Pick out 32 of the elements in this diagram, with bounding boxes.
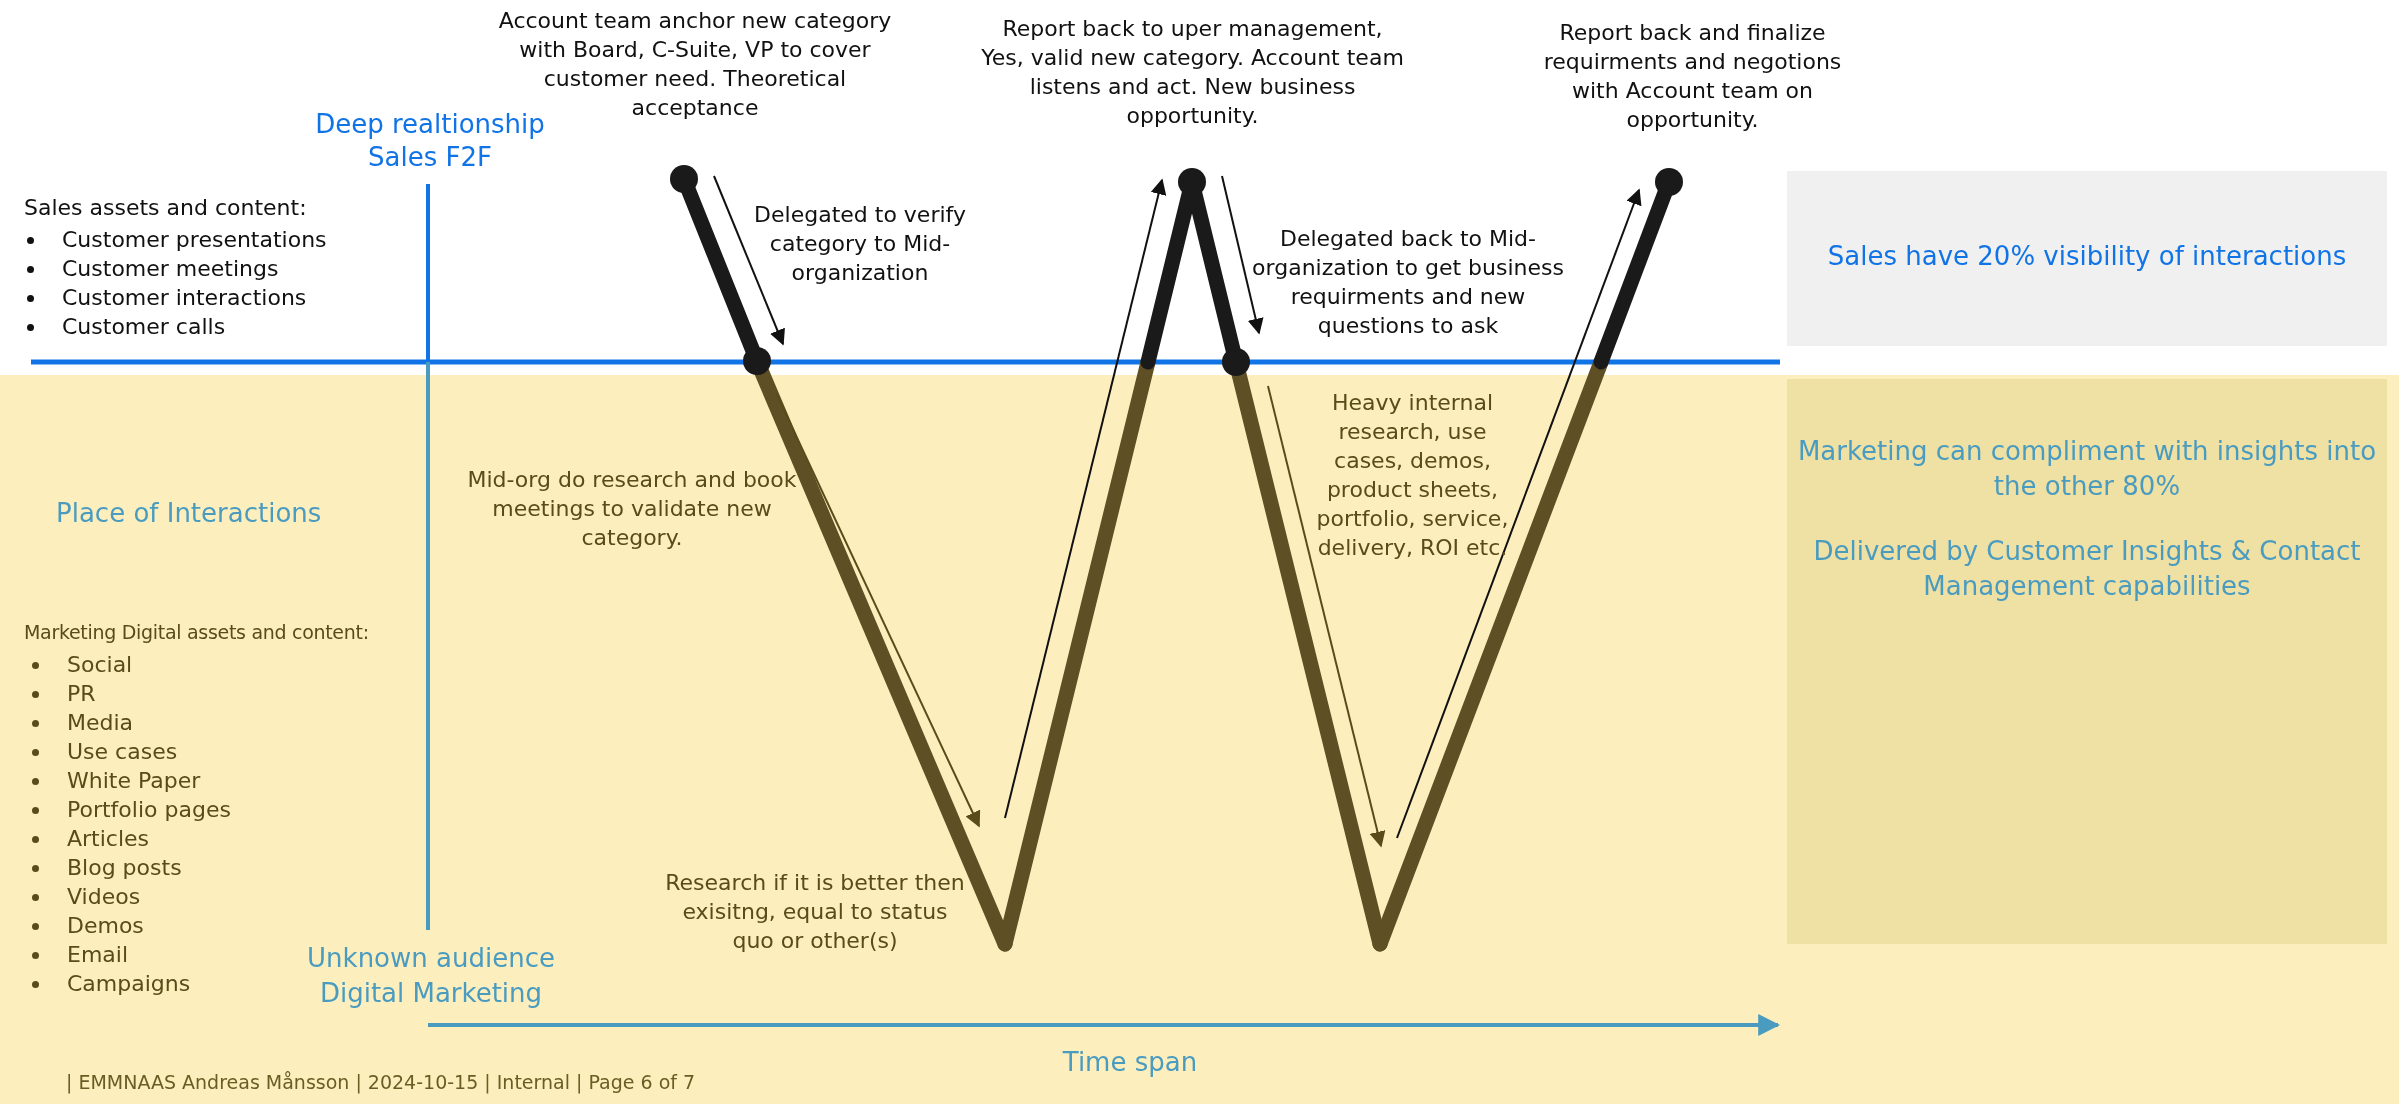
footer-text: | EMMNAAS Andreas Månsson | 2024-10-15 | Internal | Page 6 of 7	[66, 1070, 696, 1096]
list-item: Customer calls	[24, 312, 226, 341]
list-item: Customer interactions	[24, 283, 307, 312]
annotation-text: Delegated to verify category to Mid-organization	[753, 201, 967, 287]
list-item: Customer meetings	[24, 254, 279, 283]
panel-text: Sales have 20% visibility of interactions	[1826, 240, 2348, 273]
zone-heading: Place of Interactions	[56, 497, 322, 530]
list-item: Use cases	[29, 737, 178, 766]
list-item: Social	[29, 650, 133, 679]
annotation-text: Heavy internal research, use cases, demos, product sheets, portfolio, service, delivery, ROI etc.	[1315, 389, 1510, 562]
list-heading: Sales assets and content:	[24, 194, 307, 222]
axis-label: Time span	[1061, 1046, 1199, 1079]
annotation-text: Delegated back to Mid-organization to get business requirments and new questions to ask	[1251, 225, 1565, 340]
list-item: Campaigns	[29, 969, 191, 998]
list-item: Portfolio pages	[29, 795, 231, 824]
list-item: White Paper	[29, 766, 201, 795]
list-item: Blog posts	[29, 853, 182, 882]
list-item: Media	[29, 708, 134, 737]
list-item: Articles	[29, 824, 150, 853]
panel-text: Delivered by Customer Insights & Contact Management capabilities	[1812, 535, 2362, 603]
annotation-text: Report back to uper management, Yes, valid new category. Account team listens and act. New business opportunity.	[980, 15, 1405, 130]
annotation-text: Mid-org do research and book meetings to validate new category.	[466, 466, 798, 552]
list-item: Demos	[29, 911, 144, 940]
list-heading: Marketing Digital assets and content:	[24, 620, 369, 645]
panel-text: Marketing can compliment with insights into the other 80%	[1796, 435, 2378, 503]
annotation-text: Report back and finalize requirments and negotions with Account team on opportunity.	[1542, 19, 1843, 134]
list-item: Customer presentations	[24, 225, 327, 254]
annotation-text: Research if it is better then exisitng, equal to status quo or other(s)	[664, 869, 966, 955]
list-item: Email	[29, 940, 129, 969]
list-item: Videos	[29, 882, 141, 911]
list-item: PR	[29, 679, 96, 708]
zone-heading: Unknown audience Digital Marketing	[306, 942, 556, 1010]
